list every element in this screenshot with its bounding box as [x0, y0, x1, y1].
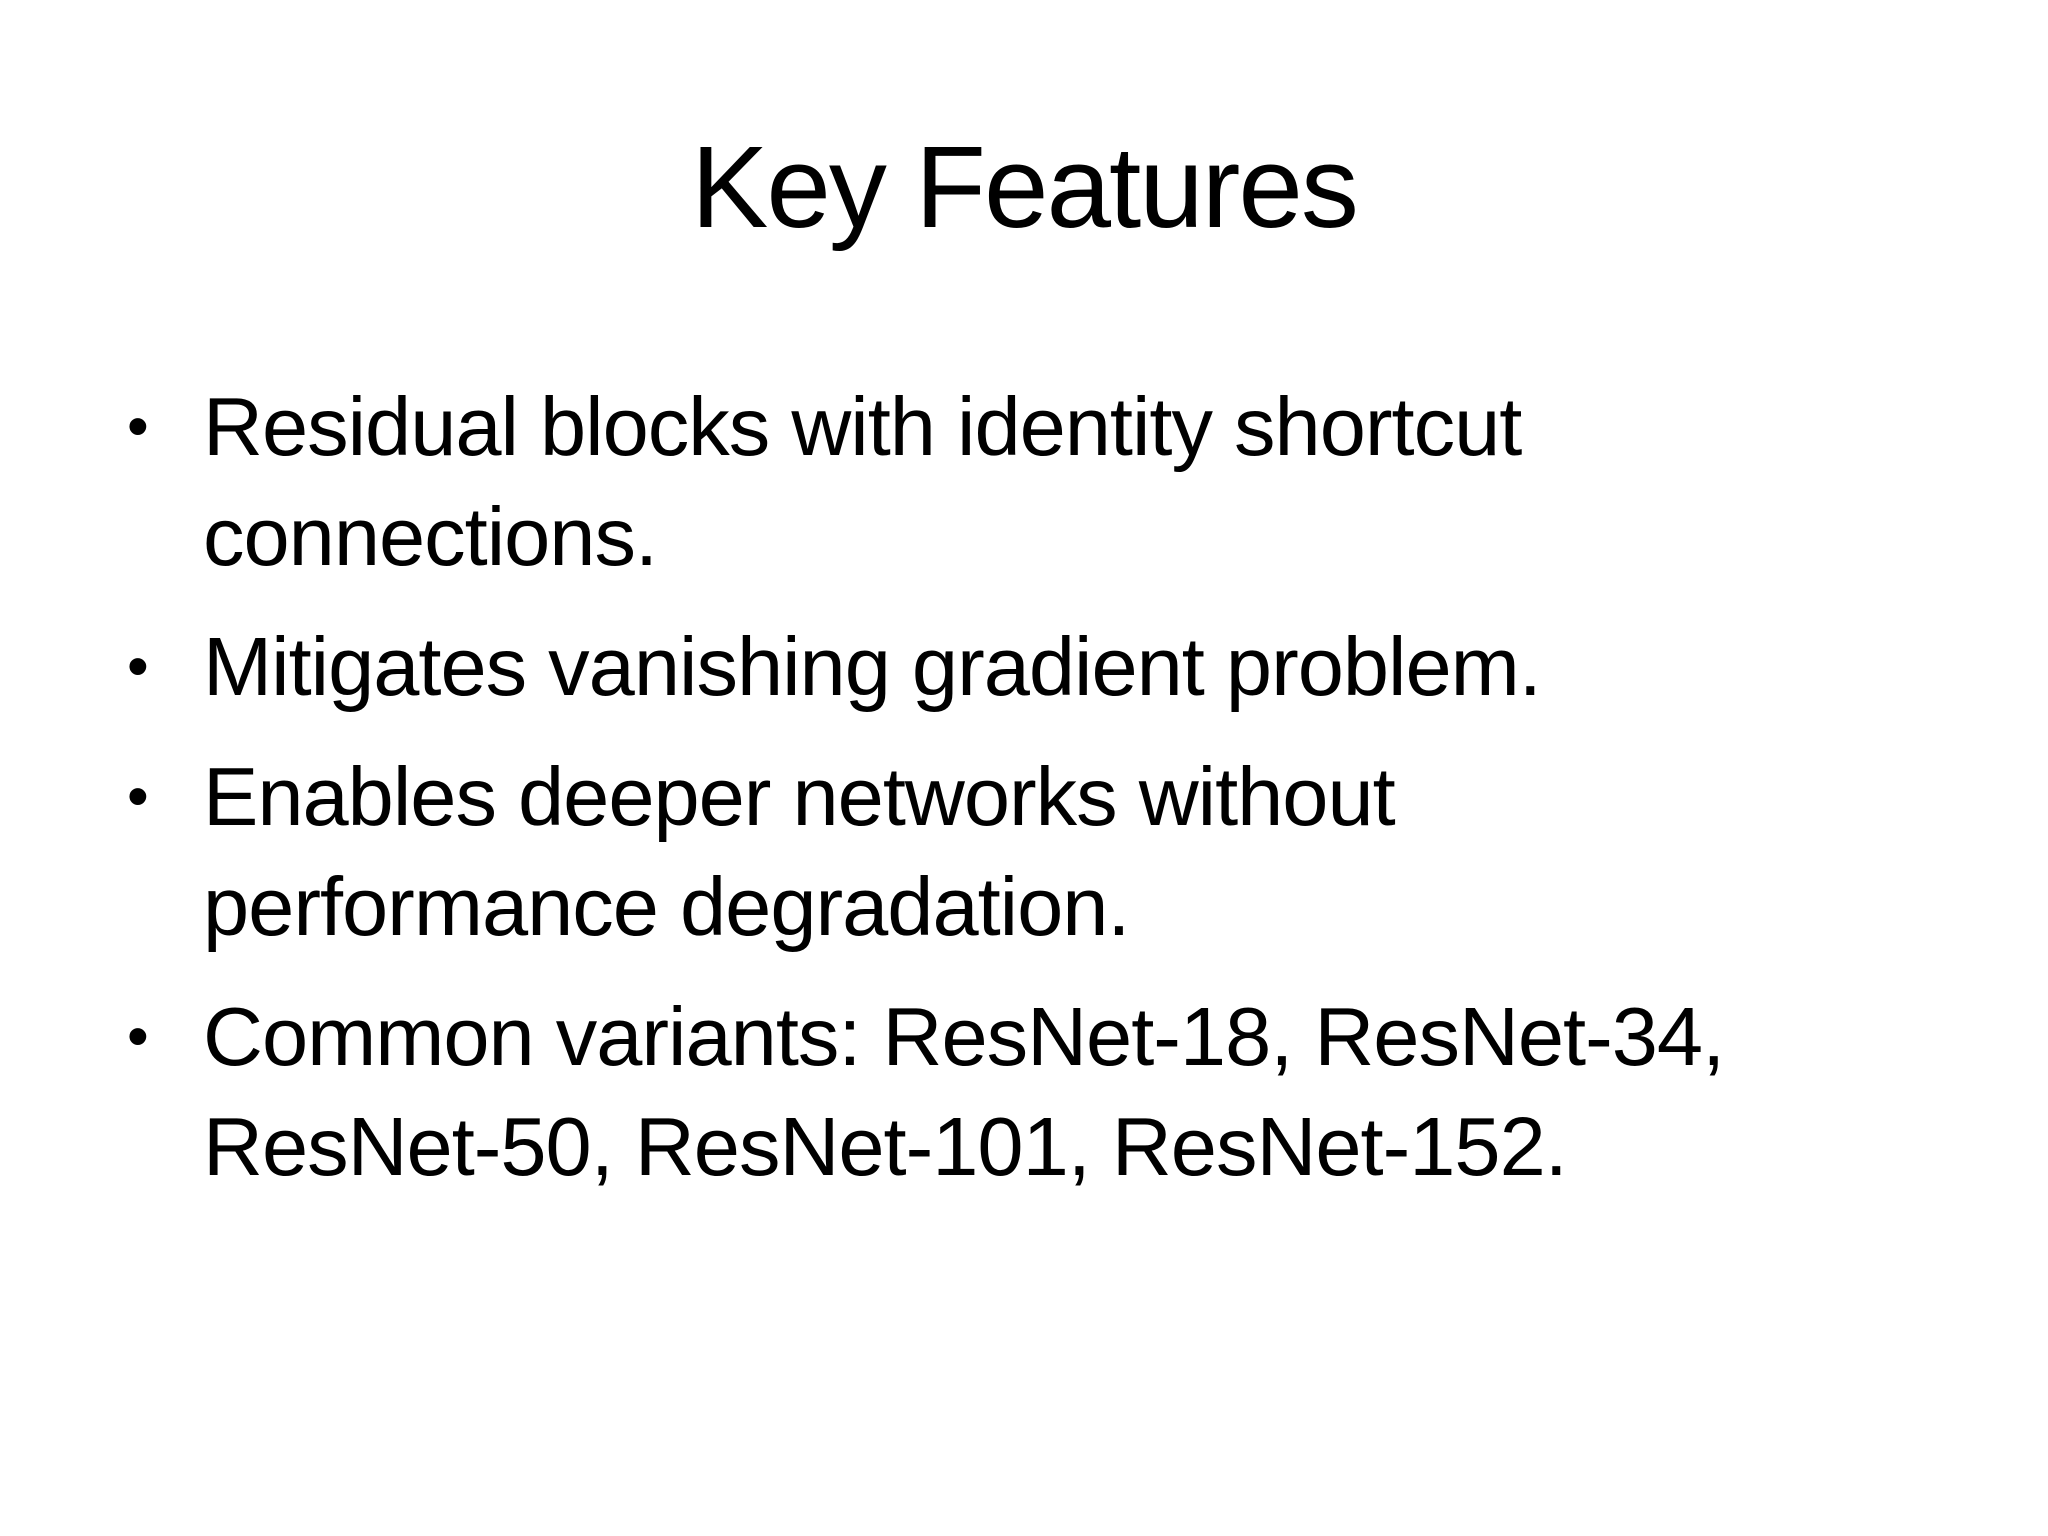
bullet-text: Mitigates vanishing gradient problem.: [203, 620, 1542, 713]
bullet-marker-icon: •: [127, 1002, 149, 1071]
bullet-text: Residual blocks with identity shortcut c…: [203, 380, 1522, 583]
bullet-item: • Residual blocks with identity shortcut…: [127, 372, 1948, 592]
bullet-item: • Enables deeper networks without perfor…: [127, 742, 1948, 962]
bullet-text: Enables deeper networks without performa…: [203, 750, 1396, 953]
slide-title: Key Features: [691, 122, 1359, 252]
bullet-marker-icon: •: [127, 762, 149, 831]
bullet-item: • Mitigates vanishing gradient problem.: [127, 612, 1948, 722]
bullet-item: • Common variants: ResNet-18, ResNet-34,…: [127, 982, 1948, 1202]
bullet-list: • Residual blocks with identity shortcut…: [127, 372, 1948, 1222]
bullet-marker-icon: •: [127, 392, 149, 461]
bullet-marker-icon: •: [127, 632, 149, 701]
bullet-text: Common variants: ResNet-18, ResNet-34, R…: [203, 990, 1725, 1193]
